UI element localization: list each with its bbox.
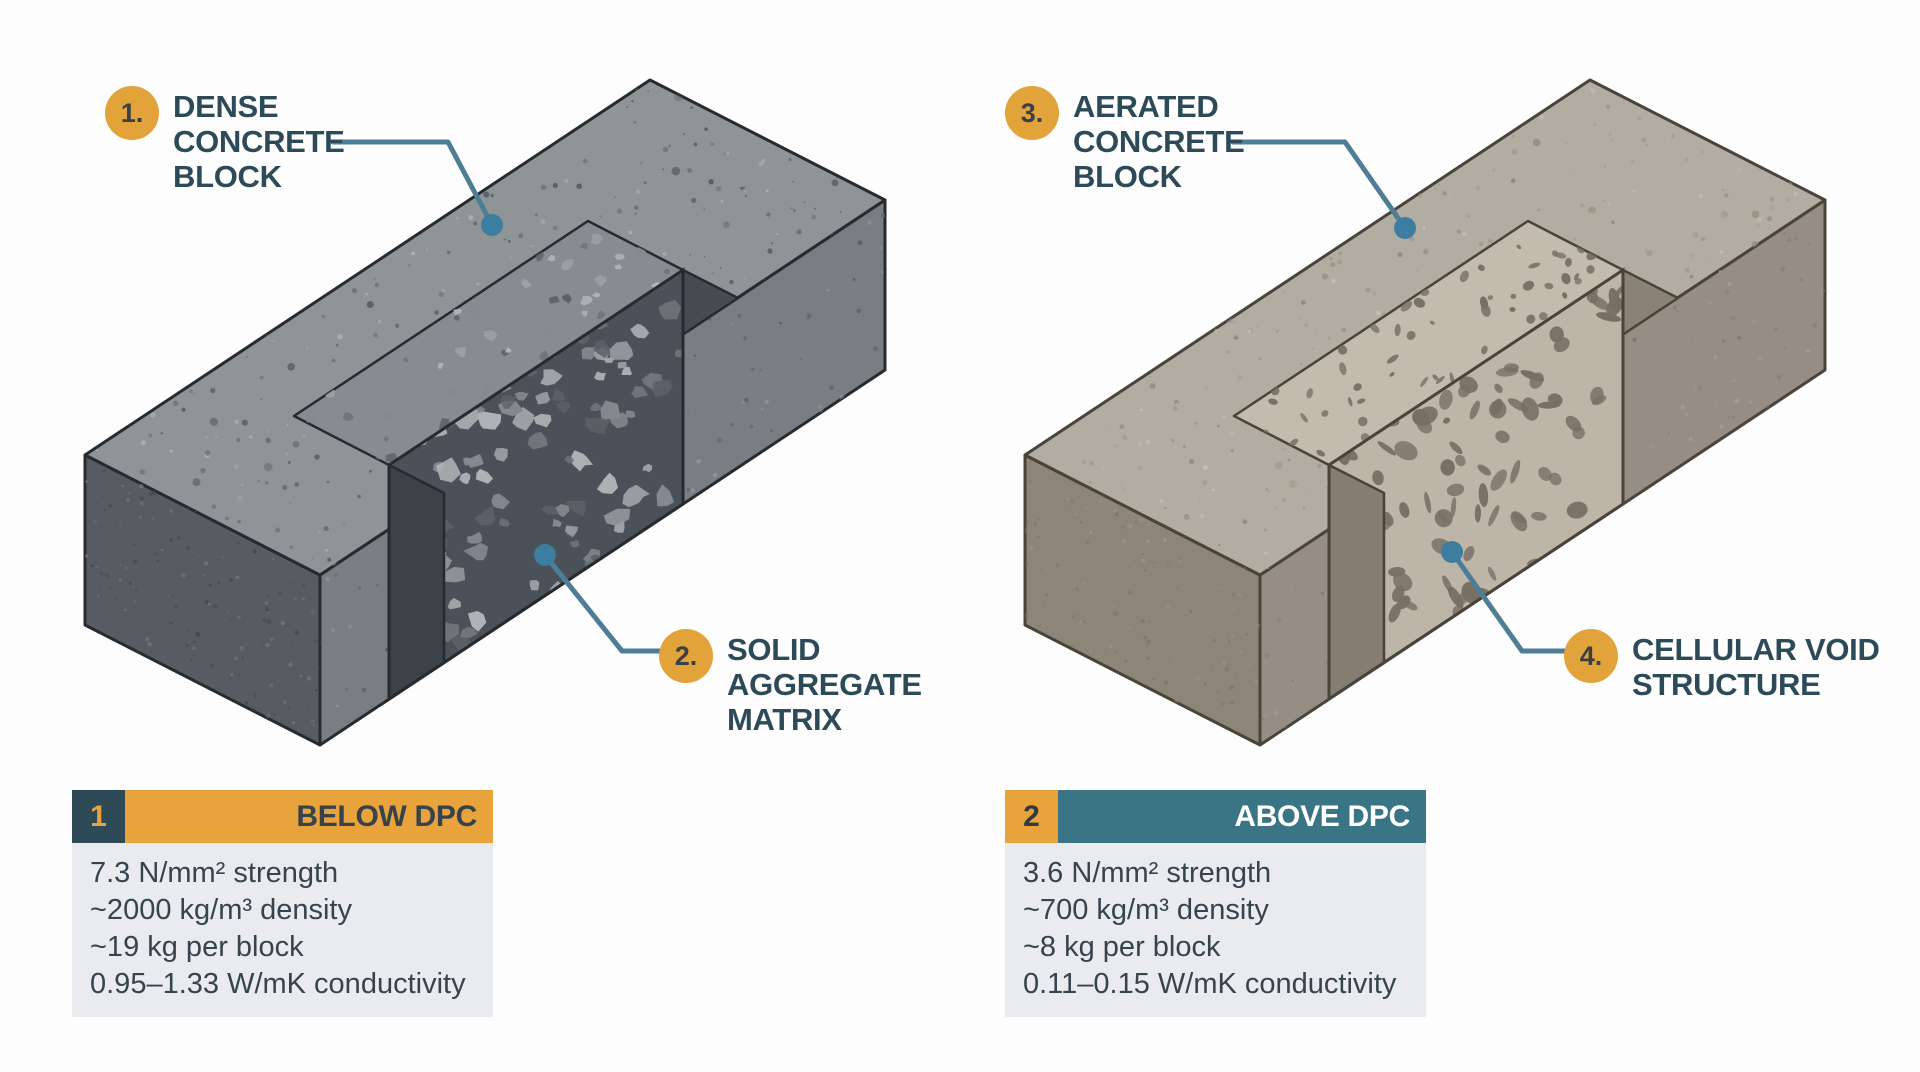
callout-line: BLOCK <box>1073 159 1182 194</box>
spec-strength: 7.3 N/mm² strength <box>90 857 339 889</box>
callout-4-number-badge: 4. <box>1564 629 1618 683</box>
callout-cellular-void-structure: 4. CELLULAR VOID STRUCTURE <box>1564 629 1880 702</box>
leader-lines <box>330 139 1570 654</box>
callout-line: STRUCTURE <box>1632 667 1821 702</box>
callout-dense-concrete-block: 1. DENSE CONCRETE BLOCK <box>105 86 345 194</box>
callout-line: CONCRETE <box>173 124 345 159</box>
spec-density: ~700 kg/m³ density <box>1023 894 1269 926</box>
panel-1-number: 1 <box>72 790 125 843</box>
callout-line: MATRIX <box>727 702 842 737</box>
spec-weight: ~8 kg per block <box>1023 931 1221 963</box>
leader-line-3 <box>1230 139 1416 239</box>
callout-line: AERATED <box>1073 89 1219 124</box>
callout-1-number-badge: 1. <box>105 86 159 140</box>
spec-density: ~2000 kg/m³ density <box>90 894 352 926</box>
spec-panel-above-dpc: 2 ABOVE DPC 3.6 N/mm² strength ~700 kg/m… <box>1005 790 1426 1017</box>
callout-line: SOLID <box>727 632 821 667</box>
callout-1-label: DENSE CONCRETE BLOCK <box>173 86 345 194</box>
dense-concrete-block-illustration <box>83 78 887 747</box>
panel-2-title: ABOVE DPC <box>1058 790 1426 843</box>
callout-2-number-badge: 2. <box>659 629 713 683</box>
panel-1-specs: 7.3 N/mm² strength ~2000 kg/m³ density ~… <box>72 843 493 1017</box>
leader-dot-1 <box>481 214 503 236</box>
callout-2-label: SOLID AGGREGATE MATRIX <box>727 629 922 737</box>
callout-line: CELLULAR VOID <box>1632 632 1880 667</box>
callout-line: DENSE <box>173 89 279 124</box>
leader-dot-2 <box>534 544 556 566</box>
panel-2-header: 2 ABOVE DPC <box>1005 790 1426 843</box>
panel-1-title: BELOW DPC <box>125 790 493 843</box>
spec-weight: ~19 kg per block <box>90 931 304 963</box>
callout-line: BLOCK <box>173 159 282 194</box>
callout-4-label: CELLULAR VOID STRUCTURE <box>1632 629 1880 702</box>
panel-1-header: 1 BELOW DPC <box>72 790 493 843</box>
callout-3-number-badge: 3. <box>1005 86 1059 140</box>
callout-3-label: AERATED CONCRETE BLOCK <box>1073 86 1245 194</box>
leader-line-2 <box>534 544 665 654</box>
callout-aerated-concrete-block: 3. AERATED CONCRETE BLOCK <box>1005 86 1245 194</box>
spec-conductivity: 0.11–0.15 W/mK conductivity <box>1023 968 1397 1000</box>
leader-line-1 <box>330 139 503 236</box>
leader-line-4 <box>1441 541 1570 654</box>
spec-strength: 3.6 N/mm² strength <box>1023 857 1272 889</box>
callout-solid-aggregate-matrix: 2. SOLID AGGREGATE MATRIX <box>659 629 922 737</box>
callout-line: CONCRETE <box>1073 124 1245 159</box>
panel-2-number: 2 <box>1005 790 1058 843</box>
callout-line: AGGREGATE <box>727 667 922 702</box>
spec-conductivity: 0.95–1.33 W/mK conductivity <box>90 968 466 1000</box>
panel-2-specs: 3.6 N/mm² strength ~700 kg/m³ density ~8… <box>1005 843 1426 1017</box>
leader-dot-3 <box>1394 217 1416 239</box>
leader-dot-4 <box>1441 541 1463 563</box>
spec-panel-below-dpc: 1 BELOW DPC 7.3 N/mm² strength ~2000 kg/… <box>72 790 493 1017</box>
